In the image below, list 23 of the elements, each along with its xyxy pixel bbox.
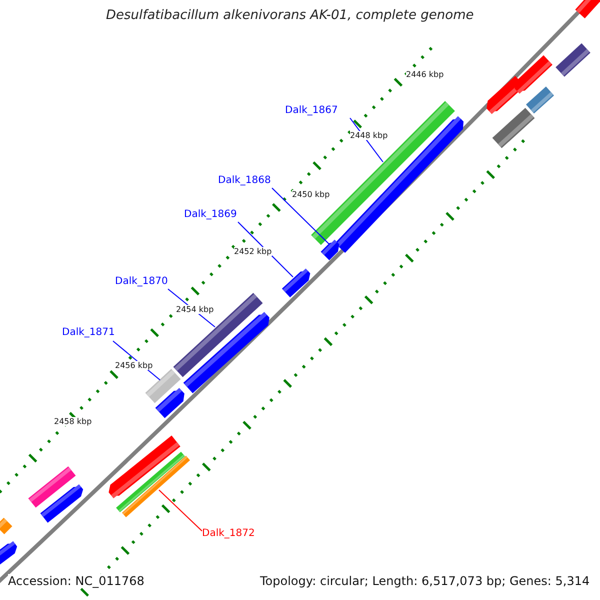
gene-bar (122, 456, 190, 518)
gene-bar (145, 368, 181, 404)
footer-text: Topology: circular; Length: 6,517,073 bp; Genes: 5,314 (260, 574, 590, 588)
footer-text: Accession: NC_011768 (8, 574, 144, 588)
scale-label: 2452 kbp (234, 247, 272, 256)
scale-label: 2448 kbp (350, 131, 388, 140)
gene-label: Dalk_1870 (115, 276, 168, 287)
gene-label: Dalk_1868 (218, 175, 271, 186)
gene-label: Dalk_1872 (202, 528, 255, 539)
gene-label: Dalk_1871 (62, 327, 115, 338)
gene-label: Dalk_1869 (184, 209, 237, 220)
title: Desulfatibacillum alkenivorans AK-01, complete genome (106, 8, 474, 23)
leader-line (272, 188, 330, 244)
scale-label: 2458 kbp (54, 417, 92, 426)
leader-line (158, 490, 202, 532)
scale-label: 2450 kbp (292, 190, 330, 199)
scale-label: 2446 kbp (406, 70, 444, 79)
scale-label: 2456 kbp (115, 361, 153, 370)
leader-line (238, 222, 294, 278)
gene-label: Dalk_1867 (285, 105, 338, 116)
gene-bar (282, 268, 310, 298)
scale-label: 2454 kbp (176, 305, 214, 314)
gene-bar (320, 240, 340, 260)
